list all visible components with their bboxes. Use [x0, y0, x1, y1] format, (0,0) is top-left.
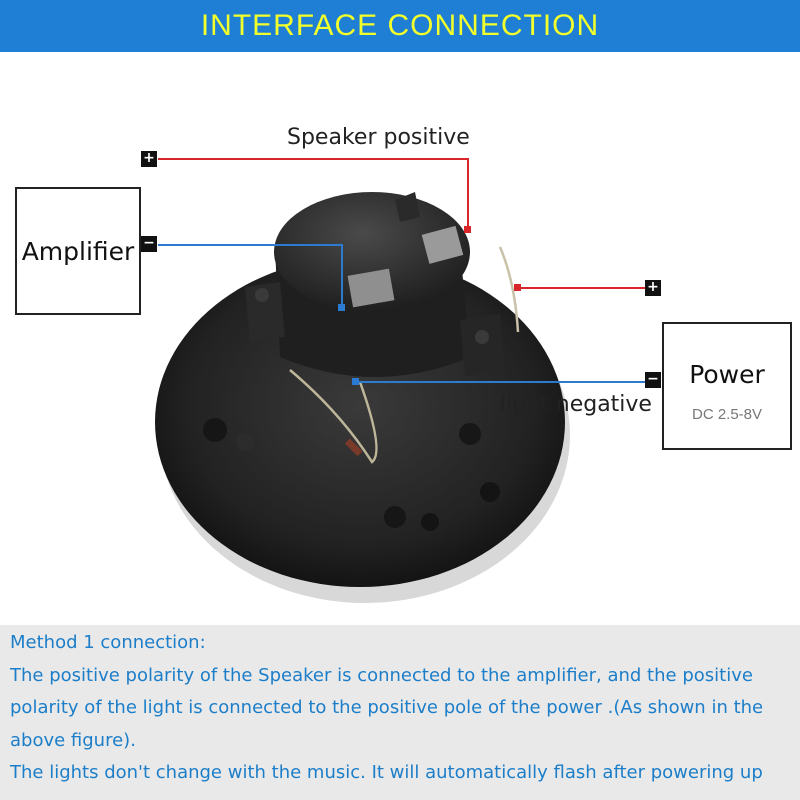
mount-tab: [245, 282, 285, 342]
amplifier-label: Amplifier: [21, 237, 135, 266]
power-minus-terminal: −: [645, 372, 661, 388]
base-peg: [480, 482, 500, 502]
page-title: INTERFACE CONNECTION: [200, 9, 600, 42]
header-banner: INTERFACE CONNECTION: [0, 0, 800, 52]
light-negative-wire-dot: [352, 378, 359, 385]
speaker-terminal-minus: [347, 268, 395, 308]
screw: [475, 330, 489, 344]
power-box: Power DC 2.5-8V: [662, 322, 792, 450]
speaker-negative-wire: [158, 244, 343, 307]
speaker-positive-wire: [158, 158, 469, 229]
power-spec: DC 2.5-8V: [691, 406, 763, 423]
base-peg: [421, 513, 439, 531]
speaker-positive-callout: Speaker positive: [287, 125, 470, 150]
speaker-terminal-plus: [421, 225, 464, 264]
method-line: polarity of the light is connected to th…: [10, 697, 764, 718]
amplifier-box: Amplifier: [15, 187, 141, 315]
power-plus-terminal: +: [645, 280, 661, 296]
diode-component: [344, 438, 363, 457]
base-peg: [459, 423, 481, 445]
amplifier-minus-terminal: −: [141, 236, 157, 252]
light-positive-wire-dot: [514, 284, 521, 291]
base-peg: [384, 506, 406, 528]
method-heading: Method 1 connection:: [10, 632, 206, 653]
method-line: above figure).: [10, 729, 136, 751]
speaker-negative-wire-dot: [338, 304, 345, 311]
power-label: Power: [689, 360, 765, 389]
method-description-panel: Method 1 connection: The positive polari…: [0, 625, 800, 800]
amplifier-plus-terminal: +: [141, 151, 157, 167]
base-peg: [236, 433, 254, 451]
diode-wire: [289, 369, 378, 464]
screw: [255, 288, 269, 302]
method-line: The lights don't change with the music. …: [10, 762, 763, 783]
speaker-wiring-diagram: [155, 158, 648, 603]
speaker-cap-top: [274, 192, 470, 312]
method-line: The positive polarity of the Speaker is …: [10, 664, 753, 686]
mount-tab: [395, 192, 420, 222]
product-photo-area: Amplifier + − Power DC 2.5-8V + − Speake…: [0, 52, 800, 625]
method-text: Method 1 connection: The positive polari…: [10, 627, 796, 790]
speaker-positive-wire-dot: [464, 226, 471, 233]
light-negative-callout: light negative: [500, 392, 652, 417]
base-peg: [203, 418, 227, 442]
led-lead: [498, 246, 520, 333]
mount-tab: [460, 314, 505, 377]
